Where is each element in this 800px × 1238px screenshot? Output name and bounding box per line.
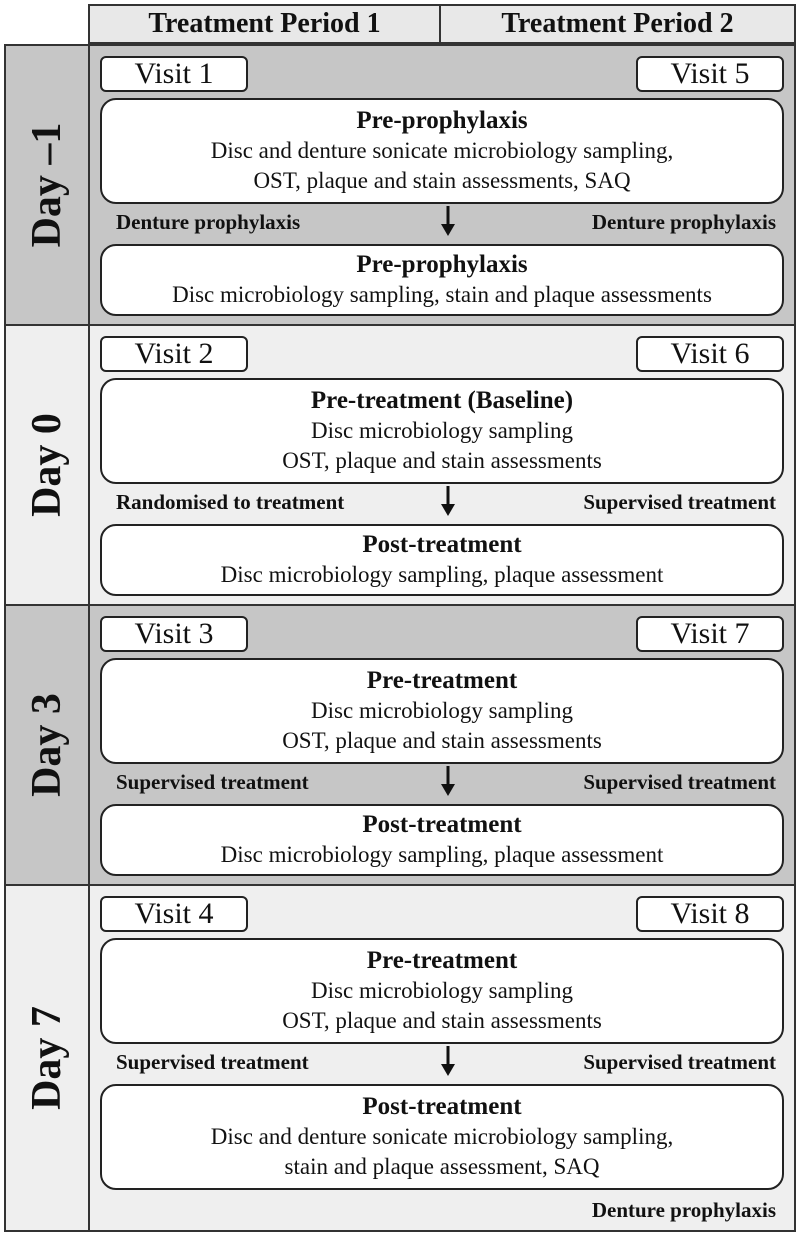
visit-5-label: Visit 5 <box>636 56 784 92</box>
pre-treatment-box: Pre-treatment Disc microbiology sampling… <box>100 938 784 1044</box>
step-right-label: Denture prophylaxis <box>591 210 776 234</box>
pre-prophylaxis-box-2: Pre-prophylaxis Disc microbiology sampli… <box>100 244 784 316</box>
down-arrow-icon <box>441 486 455 516</box>
box-line: Disc microbiology sampling, stain and pl… <box>172 282 712 307</box>
pre-prophylaxis-box: Pre-prophylaxis Disc and denture sonicat… <box>100 98 784 204</box>
box-line: Disc microbiology sampling, plaque asses… <box>220 562 664 587</box>
box-line: Disc microbiology sampling, plaque asses… <box>220 842 664 867</box>
box-line: Disc microbiology sampling <box>311 418 573 443</box>
down-arrow-icon <box>441 206 455 236</box>
post-treatment-box: Post-treatment Disc microbiology samplin… <box>100 804 784 876</box>
step-left-label: Denture prophylaxis <box>116 210 301 234</box>
section-day-minus-1: Day –1 Visit 1 Visit 5 Pre-prophylaxis D… <box>4 44 796 326</box>
day-label: Day 7 <box>24 1006 70 1110</box>
day-label: Day 0 <box>24 413 70 517</box>
section-day-0: Day 0 Visit 2 Visit 6 Pre-treatment (Bas… <box>4 324 796 606</box>
box-line: Disc microbiology sampling <box>311 698 573 723</box>
pre-treatment-box: Pre-treatment Disc microbiology sampling… <box>100 658 784 764</box>
box-line: stain and plaque assessment, SAQ <box>284 1154 600 1179</box>
box-title: Pre-prophylaxis <box>356 251 528 278</box>
step-left-label: Randomised to treatment <box>116 490 345 514</box>
step-right-label: Supervised treatment <box>583 770 776 794</box>
box-title: Pre-treatment <box>366 947 518 974</box>
box-title: Pre-prophylaxis <box>356 107 528 134</box>
step-left-label: Supervised treatment <box>116 770 309 794</box>
header-treatment-period-1: Treatment Period 1 <box>88 4 440 44</box>
visit-3-label: Visit 3 <box>100 616 248 652</box>
day-column: Day 3 <box>6 606 90 884</box>
box-title: Post-treatment <box>362 531 522 558</box>
footer-right-label: Denture prophylaxis <box>591 1198 776 1222</box>
visit-2-label: Visit 2 <box>100 336 248 372</box>
header-treatment-period-2: Treatment Period 2 <box>440 4 796 44</box>
day-column: Day 7 <box>6 886 90 1230</box>
box-line: Disc and denture sonicate microbiology s… <box>210 138 674 163</box>
box-title: Post-treatment <box>362 811 522 838</box>
post-treatment-box: Post-treatment Disc microbiology samplin… <box>100 524 784 596</box>
pre-treatment-baseline-box: Pre-treatment (Baseline) Disc microbiolo… <box>100 378 784 484</box>
step-left-label: Supervised treatment <box>116 1050 309 1074</box>
box-line: OST, plaque and stain assessments <box>282 728 602 753</box>
box-line: Disc microbiology sampling <box>311 978 573 1003</box>
day-label: Day –1 <box>24 122 70 248</box>
visit-4-label: Visit 4 <box>100 896 248 932</box>
box-line: OST, plaque and stain assessments <box>282 1008 602 1033</box>
box-title: Post-treatment <box>362 1093 522 1120</box>
visit-6-label: Visit 6 <box>636 336 784 372</box>
box-line: Disc and denture sonicate microbiology s… <box>210 1124 674 1149</box>
down-arrow-icon <box>441 766 455 796</box>
box-line: OST, plaque and stain assessments, SAQ <box>253 168 631 193</box>
day-column: Day 0 <box>6 326 90 604</box>
visit-8-label: Visit 8 <box>636 896 784 932</box>
box-line: OST, plaque and stain assessments <box>282 448 602 473</box>
step-right-label: Supervised treatment <box>583 1050 776 1074</box>
visit-7-label: Visit 7 <box>636 616 784 652</box>
box-title: Pre-treatment <box>366 667 518 694</box>
day-label: Day 3 <box>24 693 70 797</box>
post-treatment-box: Post-treatment Disc and denture sonicate… <box>100 1084 784 1190</box>
section-day-7: Day 7 Visit 4 Visit 8 Pre-treatment Disc… <box>4 884 796 1232</box>
step-right-label: Supervised treatment <box>583 490 776 514</box>
down-arrow-icon <box>441 1046 455 1076</box>
day-column: Day –1 <box>6 46 90 324</box>
section-day-3: Day 3 Visit 3 Visit 7 Pre-treatment Disc… <box>4 604 796 886</box>
box-title: Pre-treatment (Baseline) <box>310 387 574 414</box>
visit-1-label: Visit 1 <box>100 56 248 92</box>
